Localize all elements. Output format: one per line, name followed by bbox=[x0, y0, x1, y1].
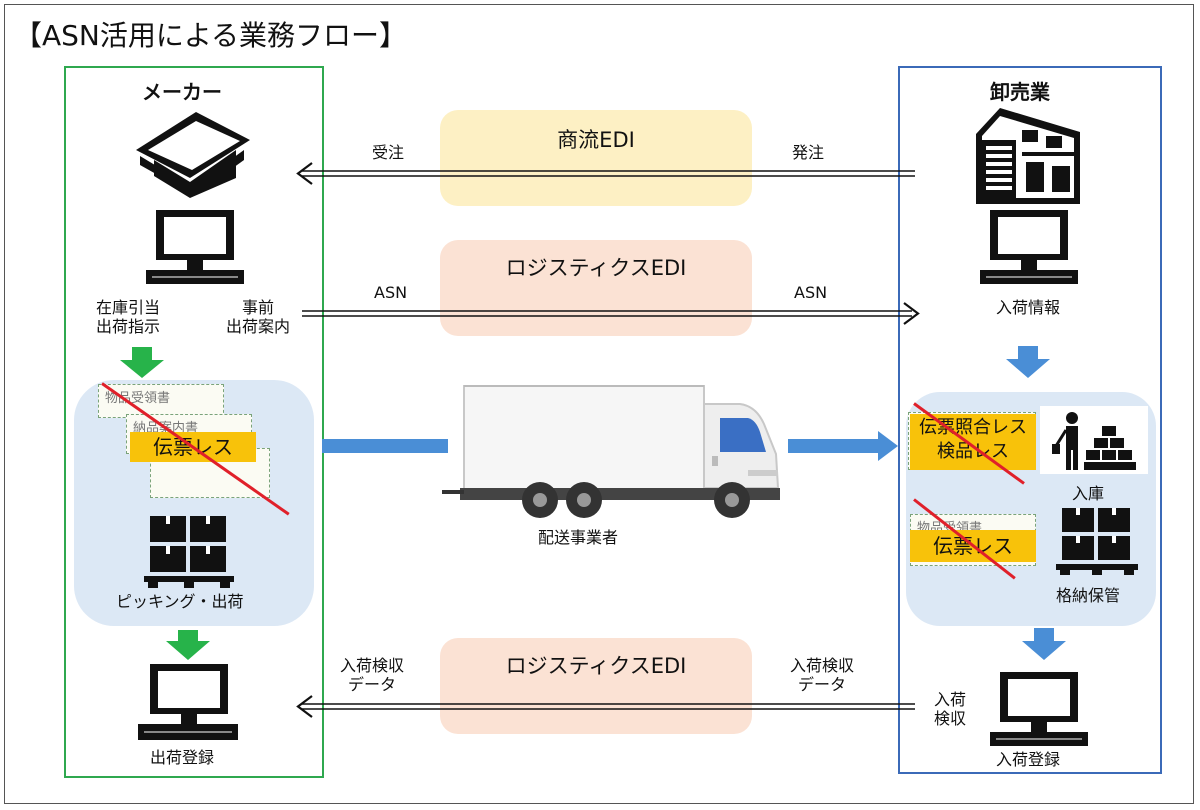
asn-arrow bbox=[302, 302, 920, 325]
order-arrow bbox=[296, 162, 915, 185]
check-less-stamp: 伝票照合レス 検品レス bbox=[910, 414, 1036, 470]
arrival-info-label: 入荷情報 bbox=[996, 298, 1061, 317]
worker-icon bbox=[1040, 406, 1148, 474]
stock-allocation-label: 在庫引当 出荷指示 bbox=[96, 298, 161, 337]
computer-icon bbox=[990, 672, 1088, 746]
storage-label: 格納保管 bbox=[1056, 586, 1121, 605]
maker-heading: メーカー bbox=[142, 80, 222, 104]
wholesaler-column bbox=[898, 66, 1162, 774]
diagram-frame bbox=[4, 4, 1194, 804]
boxes-pallet-icon bbox=[1056, 508, 1138, 575]
delivery-flow-left bbox=[322, 439, 448, 453]
wholesaler-heading: 卸売業 bbox=[990, 80, 1050, 104]
computer-icon bbox=[146, 210, 244, 284]
maker-column bbox=[64, 66, 324, 778]
stock-in-label: 入庫 bbox=[1072, 484, 1105, 503]
computer-icon bbox=[980, 210, 1078, 284]
blue-down-arrow-2 bbox=[1022, 628, 1066, 660]
inspect-data-right-label: 入荷検収 データ bbox=[790, 656, 855, 695]
order-received-label: 受注 bbox=[372, 143, 405, 162]
asn-left-label: ASN bbox=[374, 283, 408, 302]
page-title: 【ASN活用による業務フロー】 bbox=[14, 19, 408, 52]
warehouse-icon bbox=[136, 112, 250, 198]
receipt-slip: 物品受領書 bbox=[98, 384, 224, 418]
inspect-data-left-label: 入荷検収 データ bbox=[340, 656, 405, 695]
shipping-register-label: 出荷登録 bbox=[150, 748, 215, 767]
green-down-arrow-1 bbox=[120, 347, 164, 378]
inspection-data-arrow bbox=[296, 695, 915, 718]
inspect-label: 入荷 検収 bbox=[934, 690, 967, 729]
asn-right-label: ASN bbox=[794, 283, 828, 302]
commerce-edi-pill: 商流EDI bbox=[440, 110, 752, 206]
green-down-arrow-2 bbox=[166, 630, 210, 660]
carrier-label: 配送事業者 bbox=[538, 528, 619, 547]
logistics-edi-pill: ロジスティクスEDI bbox=[440, 240, 752, 336]
boxes-pallet-icon bbox=[144, 516, 234, 588]
order-placed-label: 発注 bbox=[792, 143, 825, 162]
arrival-register-label: 入荷登録 bbox=[996, 750, 1061, 769]
truck-icon bbox=[442, 385, 780, 518]
logistics-edi-pill-bottom: ロジスティクスEDI bbox=[440, 638, 752, 734]
slipless-stamp: 伝票レス bbox=[130, 432, 256, 462]
slipless-stamp-wholesaler: 伝票レス bbox=[910, 530, 1036, 562]
advance-shipping-label: 事前 出荷案内 bbox=[226, 298, 291, 337]
computer-icon bbox=[138, 664, 238, 740]
picking-label: ピッキング・出荷 bbox=[116, 592, 244, 611]
blue-down-arrow-1 bbox=[1006, 346, 1050, 378]
building-icon bbox=[976, 108, 1080, 204]
delivery-flow-right bbox=[788, 431, 898, 461]
